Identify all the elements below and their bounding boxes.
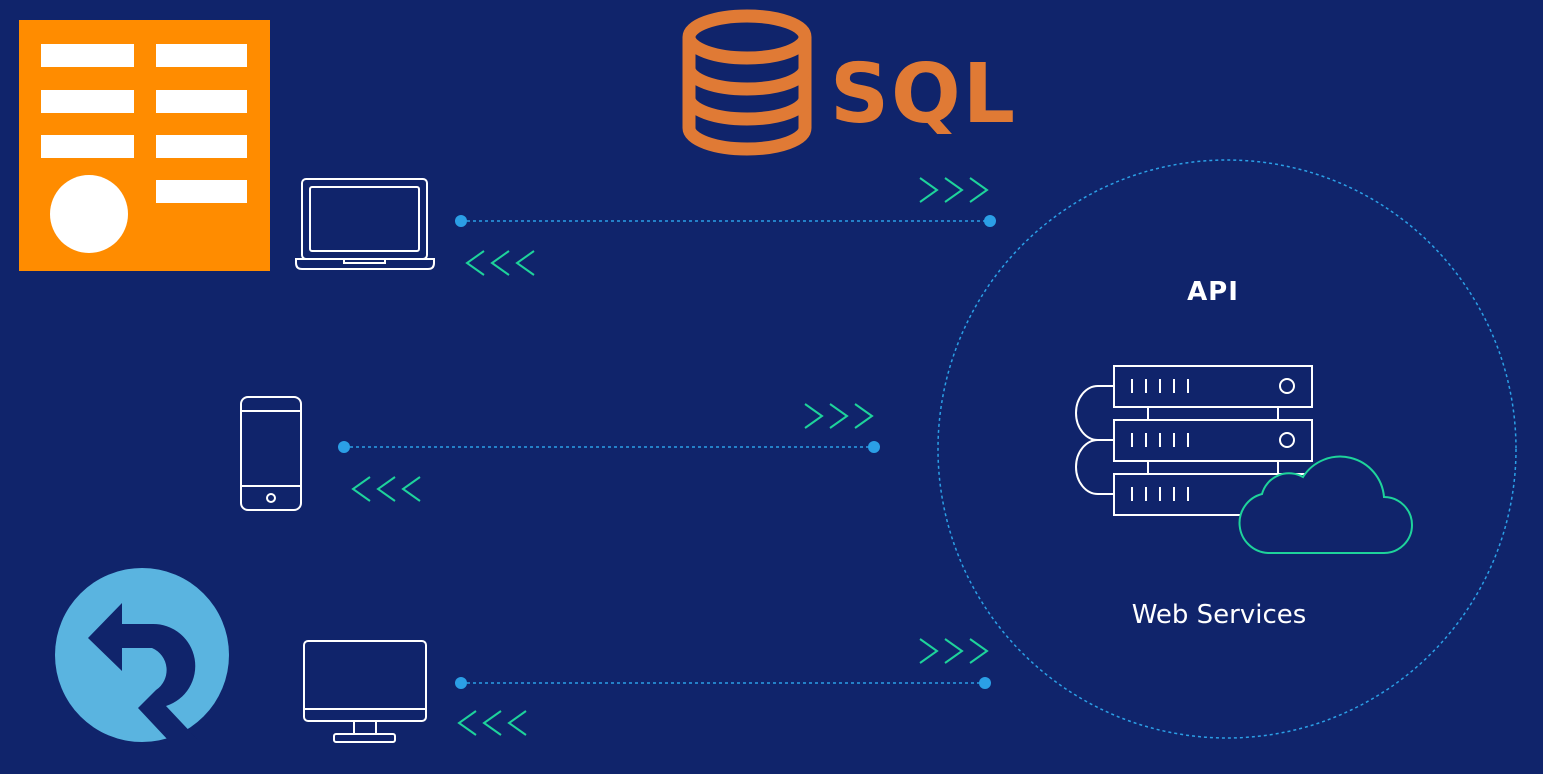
connection-desktop: [455, 638, 991, 736]
sync-r-logo-icon: [55, 568, 229, 742]
form-grid-icon: [19, 20, 270, 271]
monitor-icon: [303, 640, 427, 743]
connection-smartphone: [338, 403, 880, 502]
cloud-icon: [1238, 455, 1413, 554]
laptop-icon: [295, 178, 435, 270]
forward-arrows: [804, 403, 874, 429]
api-zone: API Web Services: [937, 159, 1517, 739]
smartphone-icon: [240, 396, 302, 511]
api-title: API: [1187, 277, 1239, 307]
database-icon: [682, 9, 812, 156]
back-arrows: [465, 250, 535, 276]
sql-text: SQL: [830, 47, 1017, 142]
api-boundary: [937, 159, 1517, 739]
server-rack-icon: [1075, 365, 1313, 516]
back-arrows: [457, 710, 527, 736]
connection-laptop: [455, 177, 996, 276]
web-services-label: Web Services: [1132, 600, 1307, 630]
back-arrows: [351, 476, 421, 502]
sql-logo: SQL: [682, 9, 1017, 156]
forward-arrows: [919, 638, 989, 664]
forward-arrows: [919, 177, 989, 203]
